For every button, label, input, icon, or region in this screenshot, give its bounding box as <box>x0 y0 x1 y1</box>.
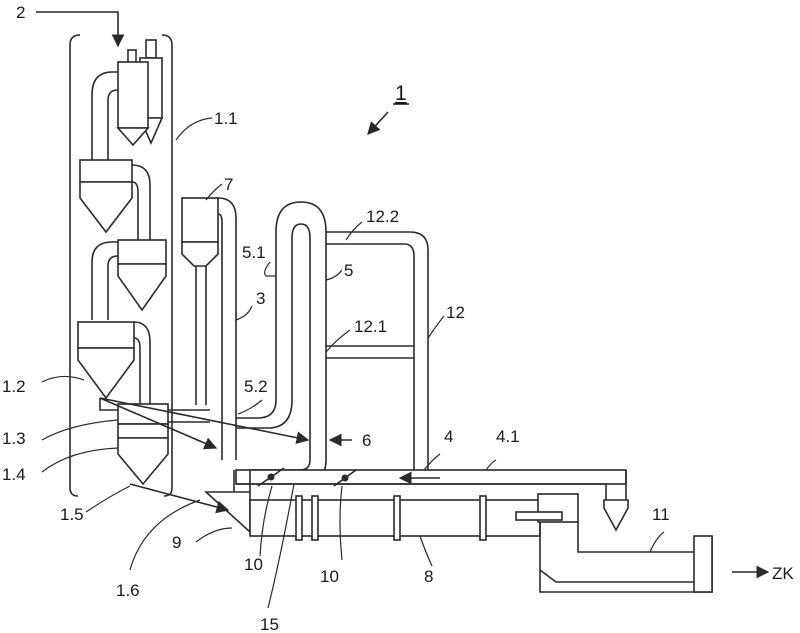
label-1-5: 1.5 <box>60 505 84 524</box>
clinker-cooler <box>539 522 713 593</box>
label-1-1: 1.1 <box>214 109 238 128</box>
label-12-2: 12.2 <box>366 207 399 226</box>
label-10-right: 10 <box>320 567 339 586</box>
label-1-2: 1.2 <box>2 377 26 396</box>
feed-arrow <box>36 11 125 48</box>
label-11: 11 <box>652 505 670 524</box>
rotary-kiln <box>203 470 579 541</box>
leader-lines <box>41 117 665 609</box>
bypass-column <box>181 197 237 460</box>
labels: 1 2 1.1 7 12.2 5.1 5 12 3 12.1 1.2 5.2 1… <box>2 3 794 633</box>
figure-arrow <box>367 103 409 135</box>
cyclone-stage-2 <box>79 159 151 245</box>
label-12: 12 <box>446 303 465 322</box>
label-10-left: 10 <box>244 555 263 574</box>
preheater-frame <box>69 34 173 497</box>
label-8: 8 <box>424 567 433 586</box>
label-zk: ZK <box>772 564 794 583</box>
cyclone-stage-3 <box>91 239 167 320</box>
label-2: 2 <box>16 3 25 22</box>
dampers <box>257 467 357 487</box>
label-4-1: 4.1 <box>496 427 520 446</box>
label-1-6: 1.6 <box>116 581 140 600</box>
label-5-1: 5.1 <box>242 243 266 262</box>
label-1-4: 1.4 <box>2 465 26 484</box>
cyclone-stage-4 <box>77 321 151 411</box>
label-12-1: 12.1 <box>354 317 387 336</box>
label-15: 15 <box>260 615 279 633</box>
label-5-2: 5.2 <box>244 377 268 396</box>
label-5: 5 <box>344 261 353 280</box>
label-9: 9 <box>172 533 181 552</box>
label-4: 4 <box>444 427 453 446</box>
label-1-3: 1.3 <box>2 429 26 448</box>
cooler-duct <box>235 469 629 532</box>
tertiary-air-duct <box>326 231 429 470</box>
guide-arrows <box>99 397 770 579</box>
cyclone-stage-top <box>91 39 164 165</box>
cyclone-stage-5 <box>117 403 210 486</box>
label-3: 3 <box>256 289 265 308</box>
label-7: 7 <box>224 175 233 194</box>
figure-number: 1 <box>395 82 407 105</box>
label-6: 6 <box>362 431 371 450</box>
